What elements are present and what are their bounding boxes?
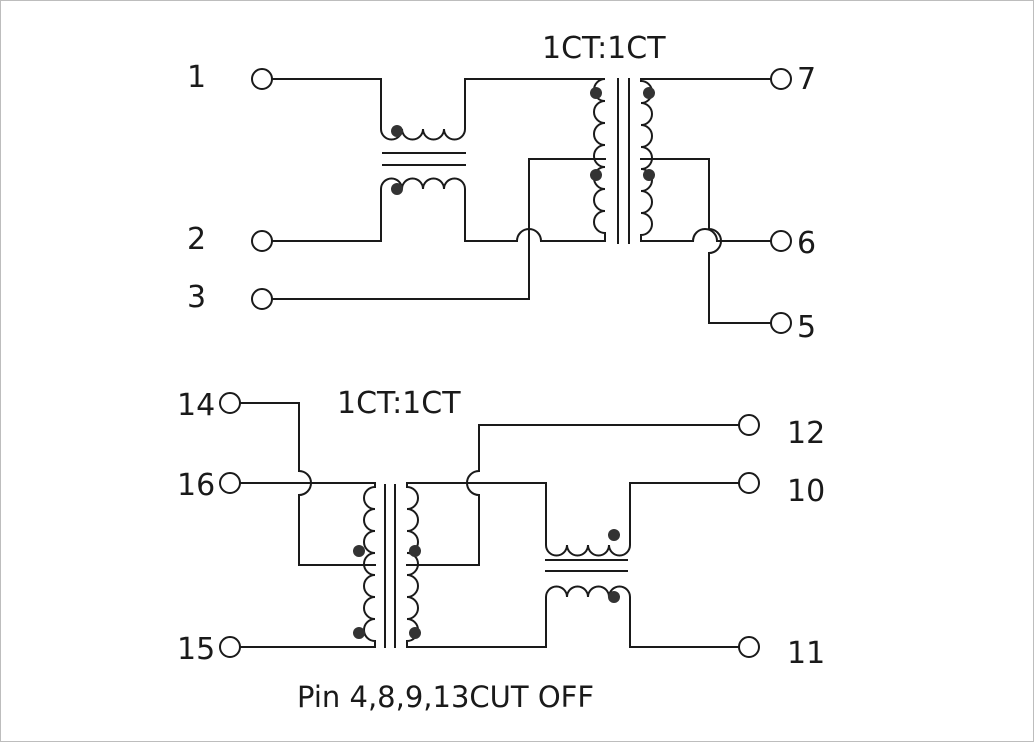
pin-5 xyxy=(770,312,792,334)
pin-5-label: 5 xyxy=(797,310,816,345)
pin-1 xyxy=(251,68,273,90)
pin-15-label: 15 xyxy=(177,632,215,667)
pin-14-label: 14 xyxy=(177,388,215,423)
polarity-dot xyxy=(590,87,602,99)
top-ratio-label: 1CT:1CT xyxy=(542,31,666,66)
top-common-mode-choke xyxy=(380,78,466,242)
pin-1-label: 1 xyxy=(187,60,206,95)
pin-16-label: 16 xyxy=(177,468,215,503)
polarity-dot xyxy=(643,169,655,181)
top-wiring xyxy=(272,78,772,324)
pin-11 xyxy=(738,636,760,658)
pin-2-label: 2 xyxy=(187,222,206,257)
pin-12-label: 12 xyxy=(787,416,825,451)
bottom-common-mode-choke xyxy=(545,482,742,648)
polarity-dot xyxy=(608,591,620,603)
pin-3 xyxy=(251,288,273,310)
pin-12 xyxy=(738,414,760,436)
polarity-dot xyxy=(391,183,403,195)
footnote: Pin 4,8,9,13CUT OFF xyxy=(297,680,594,714)
pin-14 xyxy=(219,392,241,414)
pin-7-label: 7 xyxy=(797,62,816,97)
pin-15 xyxy=(219,636,241,658)
polarity-dot xyxy=(391,125,403,137)
polarity-dot xyxy=(409,627,421,639)
pin-16 xyxy=(219,472,241,494)
polarity-dot xyxy=(590,169,602,181)
pin-3-label: 3 xyxy=(187,280,206,315)
top-isolation-transformer xyxy=(464,78,772,244)
pin-10 xyxy=(738,472,760,494)
bottom-isolation-transformer xyxy=(240,482,547,648)
polarity-dot xyxy=(353,627,365,639)
polarity-dot xyxy=(608,529,620,541)
pin-2 xyxy=(251,230,273,252)
polarity-dot xyxy=(643,87,655,99)
pin-6 xyxy=(770,230,792,252)
pin-10-label: 10 xyxy=(787,474,825,509)
bottom-wiring xyxy=(240,402,742,566)
pin-6-label: 6 xyxy=(797,226,816,261)
pin-11-label: 11 xyxy=(787,636,825,671)
pin-7 xyxy=(770,68,792,90)
polarity-dot xyxy=(409,545,421,557)
bottom-ratio-label: 1CT:1CT xyxy=(337,386,461,421)
polarity-dot xyxy=(353,545,365,557)
